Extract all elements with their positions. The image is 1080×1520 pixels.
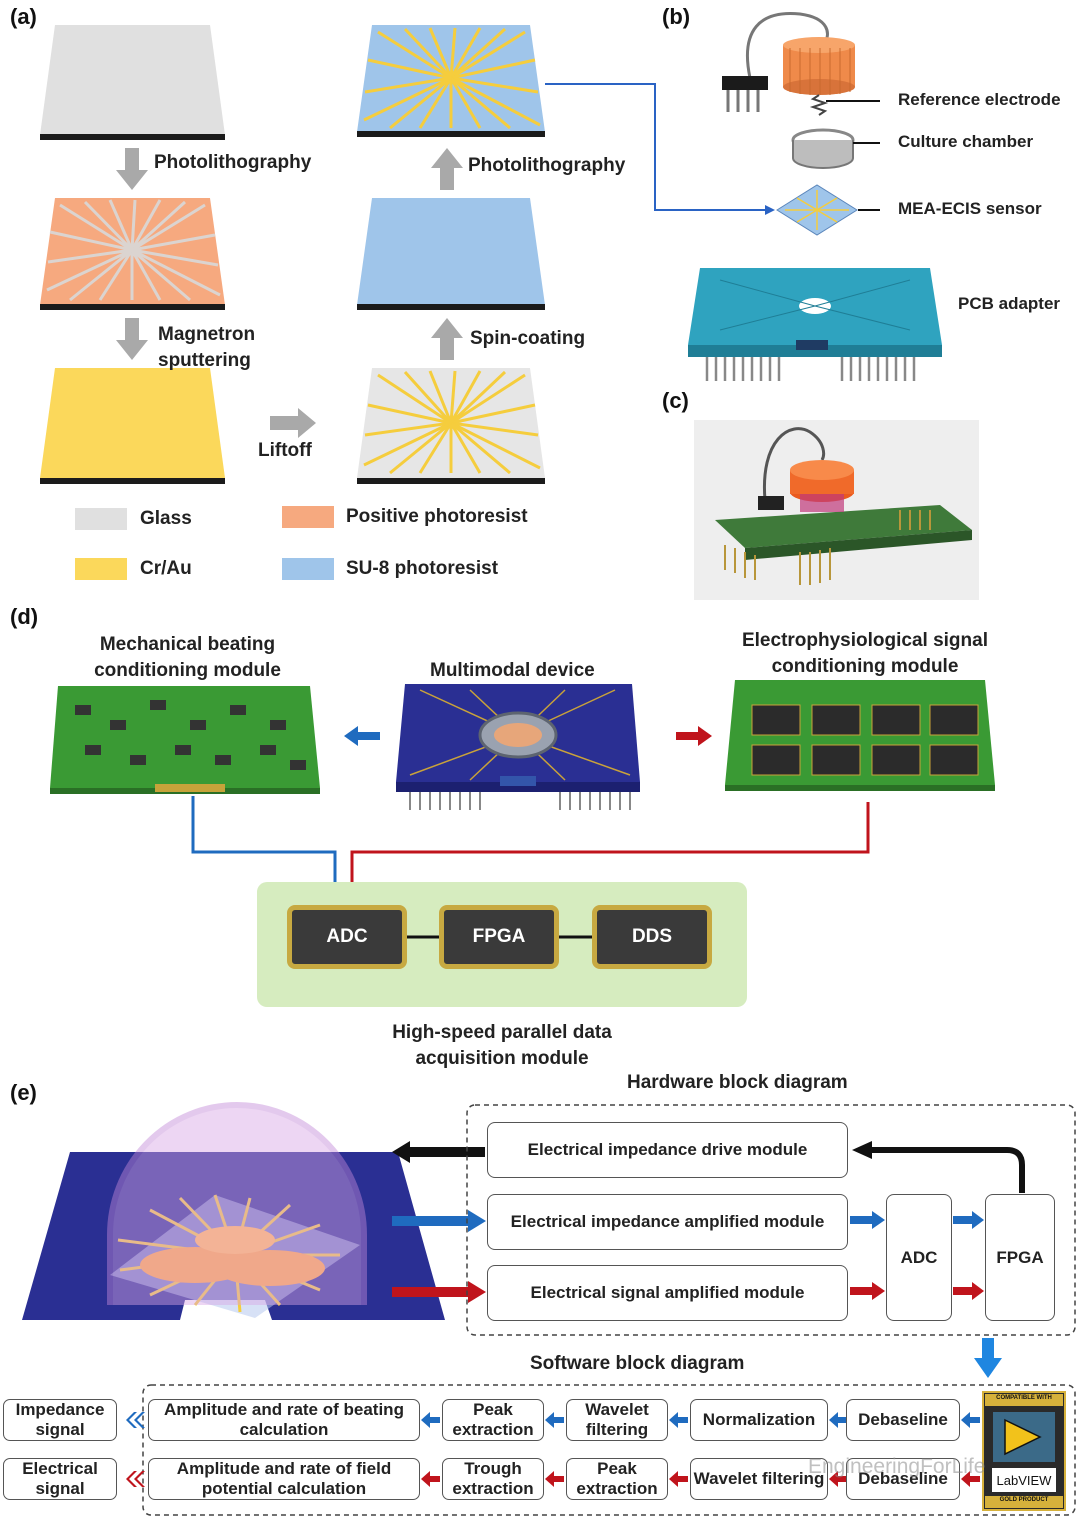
label-mea-ecis-sensor: MEA-ECIS sensor	[898, 199, 1042, 218]
label-daq-module: High-speed parallel data acquisition mod…	[392, 1022, 612, 1069]
culture-chamber	[792, 140, 854, 169]
label-mechanical-module: Mechanical beating conditioning module	[94, 634, 281, 681]
output-electrical-signal: Electrical signal	[3, 1458, 117, 1500]
fpga-box: FPGA	[985, 1194, 1055, 1321]
step-photolithography-1: Photolithography	[154, 152, 312, 173]
software-title: Software block diagram	[530, 1353, 745, 1374]
legend-swatch-crau	[75, 558, 127, 580]
labview-name: LabVIEW	[996, 1473, 1052, 1488]
label-pcb-adapter: PCB adapter	[958, 294, 1061, 313]
crau-substrate	[40, 368, 225, 484]
chip-adc: ADC	[287, 905, 407, 969]
process-arrows	[116, 148, 463, 438]
step-magnetron-sputtering: Magnetron sputtering	[158, 324, 256, 371]
panel-label-e: (e)	[10, 1080, 37, 1105]
mechanical-board	[50, 686, 320, 788]
panel-label-b: (b)	[662, 4, 691, 29]
legend-label-crau: Cr/Au	[140, 558, 192, 579]
reference-cable	[745, 12, 829, 79]
legend-swatch-glass	[75, 508, 127, 530]
impedance-amp-box: Electrical impedance amplified module	[487, 1194, 848, 1250]
legend-swatch-su8	[282, 558, 334, 580]
sw-row2-debaseline: Debaseline	[846, 1458, 960, 1500]
chip-fpga: FPGA	[439, 905, 559, 969]
label-culture-chamber: Culture chamber	[898, 132, 1034, 151]
panel-b-graphics	[545, 12, 942, 381]
panel-label-a: (a)	[10, 4, 37, 29]
legend-label-glass: Glass	[140, 508, 192, 529]
step-photolithography-2: Photolithography	[468, 155, 626, 176]
adc-box: ADC	[886, 1194, 952, 1321]
label-electro-module: Electrophysiological signal conditioning…	[741, 630, 988, 677]
sw-row1-peak: Peak extraction	[442, 1399, 544, 1441]
signal-amp-box: Electrical signal amplified module	[487, 1265, 848, 1321]
hardware-frame	[466, 1104, 1076, 1336]
legend-label-positive: Positive photoresist	[346, 506, 528, 527]
labview-bottom-text: GOLD PRODUCT	[999, 1497, 1049, 1503]
glass-substrate	[40, 25, 225, 140]
output-impedance-signal: Impedance signal	[3, 1399, 117, 1441]
chip-dds: DDS	[592, 905, 712, 969]
sw-row2-peak: Peak extraction	[566, 1458, 668, 1500]
panel-label-d: (d)	[10, 604, 39, 629]
sw-row1-amplitude: Amplitude and rate of beating calculatio…	[148, 1399, 420, 1441]
sw-row2-trough: Trough extraction	[442, 1458, 544, 1500]
sw-row1-debaseline: Debaseline	[846, 1399, 960, 1441]
watermark: EngineeringForLife	[808, 1455, 986, 1478]
hardware-title: Hardware block diagram	[627, 1072, 848, 1093]
software-frame	[142, 1384, 1076, 1516]
sw-row1-wavelet: Wavelet filtering	[566, 1399, 668, 1441]
panel-c-photo	[694, 420, 979, 600]
photoresist-substrate	[40, 198, 225, 310]
label-multimodal-device: Multimodal device	[430, 660, 595, 681]
sw-row2-amplitude: Amplitude and rate of field potential ca…	[148, 1458, 420, 1500]
panel-label-c: (c)	[662, 388, 689, 413]
legend-label-su8: SU-8 photoresist	[346, 558, 499, 579]
su8-substrate	[357, 198, 545, 310]
sw-row1-normalization: Normalization	[690, 1399, 828, 1441]
label-reference-electrode: Reference electrode	[898, 90, 1061, 109]
step-spin-coating: Spin-coating	[470, 328, 586, 349]
step-liftoff: Liftoff	[258, 440, 312, 461]
legend-swatch-positive	[282, 506, 334, 528]
final-sensor-substrate	[357, 25, 545, 137]
sw-row2-wavelet: Wavelet filtering	[690, 1458, 828, 1500]
plug-icon	[722, 76, 768, 90]
panel-a-graphics	[40, 25, 545, 580]
labview-top-text: COMPATIBLE WITH	[996, 1395, 1052, 1401]
patterned-electrode-substrate	[357, 368, 545, 484]
drive-module-box: Electrical impedance drive module	[487, 1122, 848, 1178]
connector-line	[545, 83, 765, 211]
